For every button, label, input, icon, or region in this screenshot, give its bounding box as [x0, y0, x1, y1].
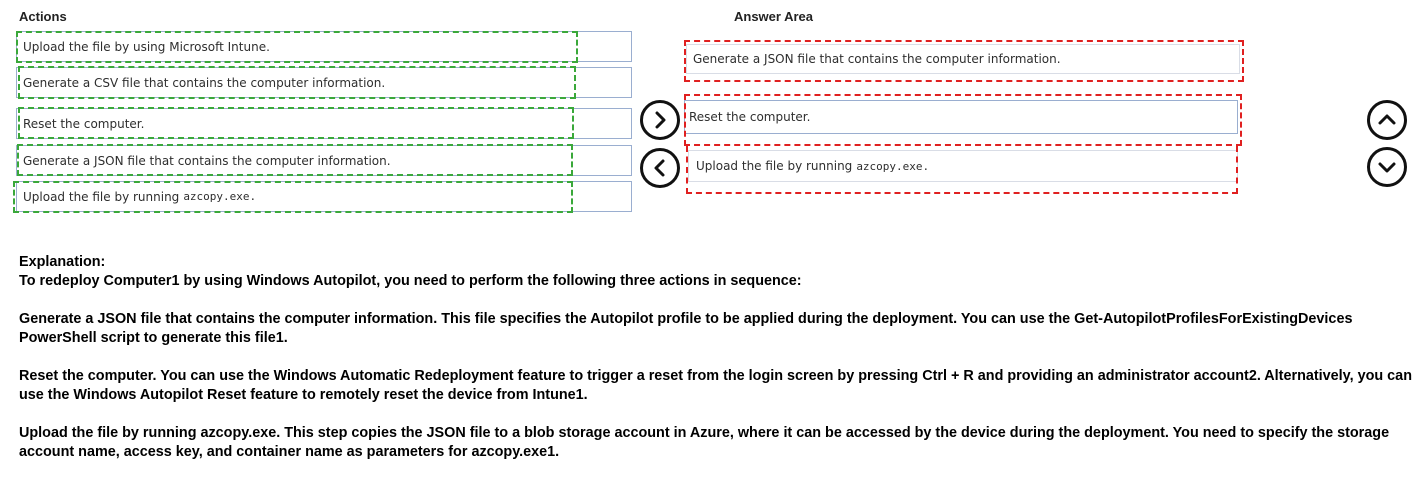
move-left-button[interactable] — [640, 148, 680, 188]
chevron-down-icon — [1378, 162, 1396, 173]
chevron-up-icon — [1378, 114, 1396, 125]
move-right-button[interactable] — [640, 100, 680, 140]
action-item-label: Upload the file by using Microsoft Intun… — [23, 39, 270, 54]
action-item[interactable]: Generate a JSON file that contains the c… — [16, 145, 632, 176]
answer-item-code: azcopy.exe. — [856, 159, 930, 173]
explanation-step-3: Upload the file by running azcopy.exe. T… — [19, 425, 1390, 460]
answer-item[interactable]: Upload the file by running azcopy.exe. — [688, 150, 1238, 182]
answer-item-label: Reset the computer. — [689, 110, 811, 124]
chevron-left-icon — [654, 159, 665, 177]
answer-item-label: Upload the file by running — [696, 159, 853, 173]
explanation-heading: Explanation: — [19, 254, 106, 270]
action-item-code: azcopy.exe. — [183, 190, 257, 203]
answer-area-header: Answer Area — [734, 9, 813, 24]
answer-item[interactable]: Generate a JSON file that contains the c… — [686, 44, 1240, 74]
action-item[interactable]: Reset the computer. — [16, 108, 632, 139]
action-item-label: Upload the file by running — [23, 189, 180, 204]
move-up-button[interactable] — [1367, 100, 1407, 140]
chevron-right-icon — [655, 111, 666, 129]
action-item[interactable]: Generate a CSV file that contains the co… — [16, 67, 632, 98]
action-item-label: Reset the computer. — [23, 116, 145, 131]
action-item-label: Generate a JSON file that contains the c… — [23, 153, 391, 168]
action-item[interactable]: Upload the file by running azcopy.exe. — [16, 181, 632, 212]
explanation: Explanation: To redeploy Computer1 by us… — [19, 253, 1414, 481]
action-item-label: Generate a CSV file that contains the co… — [23, 75, 386, 90]
answer-item[interactable]: Reset the computer. — [684, 100, 1238, 134]
answer-item-label: Generate a JSON file that contains the c… — [693, 52, 1061, 66]
explanation-intro: To redeploy Computer1 by using Windows A… — [19, 273, 802, 289]
explanation-step-1: Generate a JSON file that contains the c… — [19, 311, 1353, 346]
action-item[interactable]: Upload the file by using Microsoft Intun… — [16, 31, 632, 62]
explanation-step-2: Reset the computer. You can use the Wind… — [19, 368, 1412, 403]
actions-header: Actions — [19, 9, 67, 24]
move-down-button[interactable] — [1367, 147, 1407, 187]
